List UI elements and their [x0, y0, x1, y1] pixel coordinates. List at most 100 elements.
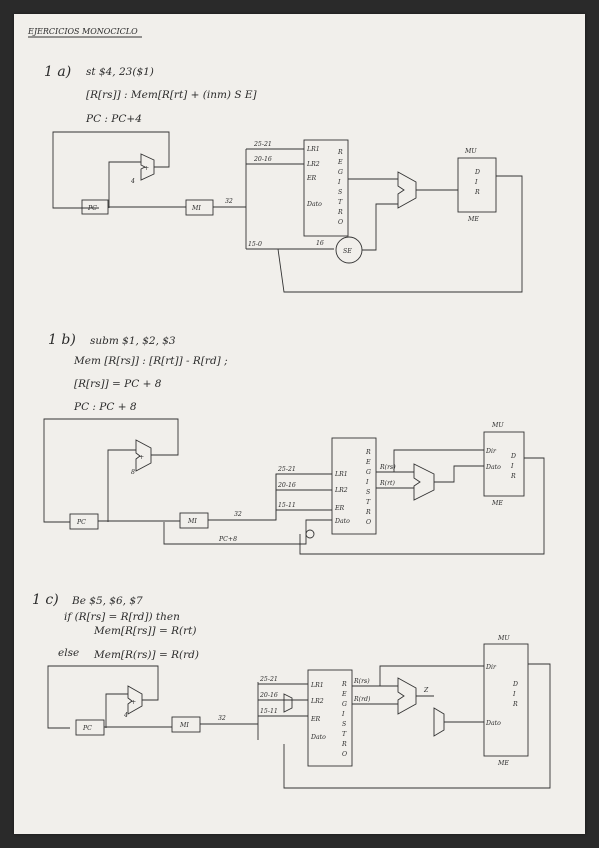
- ex-c-mem-dir: Dir: [485, 664, 497, 671]
- ex-b-port-er: ER: [334, 505, 345, 512]
- ex-b-port-lr1: LR1: [334, 471, 348, 478]
- paper-sheet: EJERCICIOS MONOCICLO 1 a) st $4, 23($1) …: [14, 14, 585, 834]
- ex-c-field-1: 25-21: [259, 676, 278, 683]
- ex-a-alu: [397, 171, 417, 209]
- ex-c-mi-box: [171, 716, 201, 733]
- ex-b-port-dato: Dato: [334, 518, 350, 525]
- ex-b-rrs-wire: [376, 449, 484, 473]
- reg-letter: E: [341, 691, 347, 698]
- reg-letter: G: [342, 701, 347, 708]
- ex-b-rtl-2: [R[rs]] = PC + 8: [74, 378, 162, 390]
- reg-letter: O: [338, 219, 343, 226]
- ex-a-me-label: ME: [467, 216, 479, 223]
- ex-b-pc-label: PC: [76, 519, 86, 526]
- ex-c-z-label: Z: [423, 687, 429, 694]
- ex-b-pc8-wire: [163, 519, 332, 545]
- ex-a-port-lr2: LR2: [306, 161, 320, 168]
- reg-letter: S: [342, 721, 346, 728]
- ex-b-rtl-1: Mem [R[rs]] : [R[rt]] - R[rd] ;: [73, 355, 228, 367]
- ex-c-me-label: ME: [497, 760, 509, 767]
- ex-c-reg-letters: R E G I S T R O: [341, 681, 347, 758]
- exercise-1b: 1 b) subm $1, $2, $3 Mem [R[rs]] : [R[rt…: [43, 332, 545, 555]
- ex-b-alu-mem-wire: [434, 465, 484, 483]
- exercise-1a: 1 a) st $4, 23($1) [R[rs]] : Mem[R[rt] +…: [44, 64, 523, 293]
- mem-letter: D: [474, 169, 480, 176]
- ex-b-mem-dir: Dir: [485, 448, 497, 455]
- ex-a-adder-in1: [108, 161, 141, 208]
- reg-letter: T: [366, 499, 371, 506]
- ex-a-pc-label: PC: [87, 205, 97, 212]
- ex-c-rtl-1: if (R[rs] = R[rd]) then: [64, 611, 180, 623]
- ex-b-me-label: ME: [491, 500, 503, 507]
- reg-letter: R: [365, 509, 371, 516]
- ex-c-bottom-loop: [283, 663, 551, 789]
- ex-b-instruction: subm $1, $2, $3: [90, 335, 176, 347]
- ex-c-port-dato: Dato: [310, 734, 326, 741]
- ex-c-rtl-4: Mem[R(rs)] = R(rd): [93, 649, 199, 661]
- ex-c-rtl-3: else: [58, 647, 79, 659]
- mem-letter: I: [510, 463, 514, 470]
- ex-c-four: 4: [123, 712, 128, 719]
- ex-a-port-lr1: LR1: [306, 146, 320, 153]
- ex-b-rrs-label: R(rs): [379, 464, 396, 471]
- ex-a-field-2: 20-16: [253, 156, 272, 163]
- ex-b-adder: [135, 439, 152, 472]
- ex-c-alu: [397, 677, 417, 715]
- reg-letter: S: [366, 489, 370, 496]
- reg-letter: T: [338, 199, 343, 206]
- ex-c-rtl-2: Mem[R[rs]] = R(rt): [93, 625, 196, 637]
- page-title: EJERCICIOS MONOCICLO: [27, 27, 138, 36]
- ex-b-field-1: 25-21: [277, 466, 296, 473]
- ex-a-mi-box: [185, 199, 214, 216]
- reg-letter: E: [337, 159, 343, 166]
- ex-b-mu-label: MU: [491, 422, 504, 429]
- ex-c-adder-plus: +: [131, 699, 136, 706]
- ex-c-bus-width: 32: [218, 715, 226, 722]
- ex-a-four: 4: [130, 178, 135, 185]
- ex-c-data-mux: [433, 707, 445, 737]
- ex-a-bus-width: 32: [225, 198, 233, 205]
- reg-letter: R: [337, 149, 343, 156]
- ex-c-number: 1 c): [32, 592, 59, 608]
- reg-letter: T: [342, 731, 347, 738]
- ex-a-port-dato: Dato: [306, 201, 322, 208]
- handwritten-notes: EJERCICIOS MONOCICLO 1 a) st $4, 23($1) …: [27, 27, 551, 789]
- ex-b-field-3: 15-11: [278, 502, 296, 509]
- ex-b-alu: [413, 463, 435, 501]
- ex-b-adder-in1: [107, 449, 136, 522]
- ex-a-adder: [140, 153, 155, 181]
- ex-c-rrs-label: R(rs): [353, 678, 370, 685]
- ex-b-data-memory: [483, 431, 525, 497]
- ex-b-pc-box: [69, 513, 99, 530]
- ex-b-bottom-loop: [299, 457, 545, 555]
- reg-letter: G: [338, 169, 343, 176]
- mem-letter: R: [512, 701, 518, 708]
- ex-a-reg-letters: R E G I S T R O: [337, 149, 343, 226]
- ex-a-pc-loop-wire: [52, 131, 170, 209]
- ex-c-pc-loop-wire: [47, 665, 159, 729]
- reg-letter: G: [366, 469, 371, 476]
- ex-a-se-width: 16: [316, 240, 324, 247]
- ex-c-mi-label: MI: [179, 722, 189, 729]
- mem-letter: D: [510, 453, 516, 460]
- ex-b-pc8-label: PC+8: [218, 536, 237, 543]
- reg-letter: O: [342, 751, 347, 758]
- ex-a-number: 1 a): [44, 64, 71, 80]
- ex-c-adder-out: [142, 686, 159, 701]
- reg-letter: I: [337, 179, 341, 186]
- ex-b-field-2: 20-16: [277, 482, 296, 489]
- mem-letter: R: [474, 189, 480, 196]
- reg-letter: I: [365, 479, 369, 486]
- ex-b-bus-width: 32: [234, 511, 242, 518]
- ex-b-eight: 8: [131, 469, 135, 476]
- mem-letter: I: [474, 179, 478, 186]
- ex-b-number: 1 b): [48, 332, 76, 348]
- ex-c-mu-label: MU: [497, 635, 510, 642]
- ex-c-register-file: [307, 669, 353, 767]
- ex-b-rtl-3: PC : PC + 8: [73, 401, 137, 413]
- ex-b-mux-dot: [305, 529, 315, 539]
- ex-b-reg-letters: R E G I S T R O: [365, 449, 371, 526]
- ex-b-port-lr2: LR2: [334, 487, 348, 494]
- ex-a-instruction: st $4, 23($1): [86, 66, 154, 78]
- ex-c-mem-dato: Dato: [485, 720, 501, 727]
